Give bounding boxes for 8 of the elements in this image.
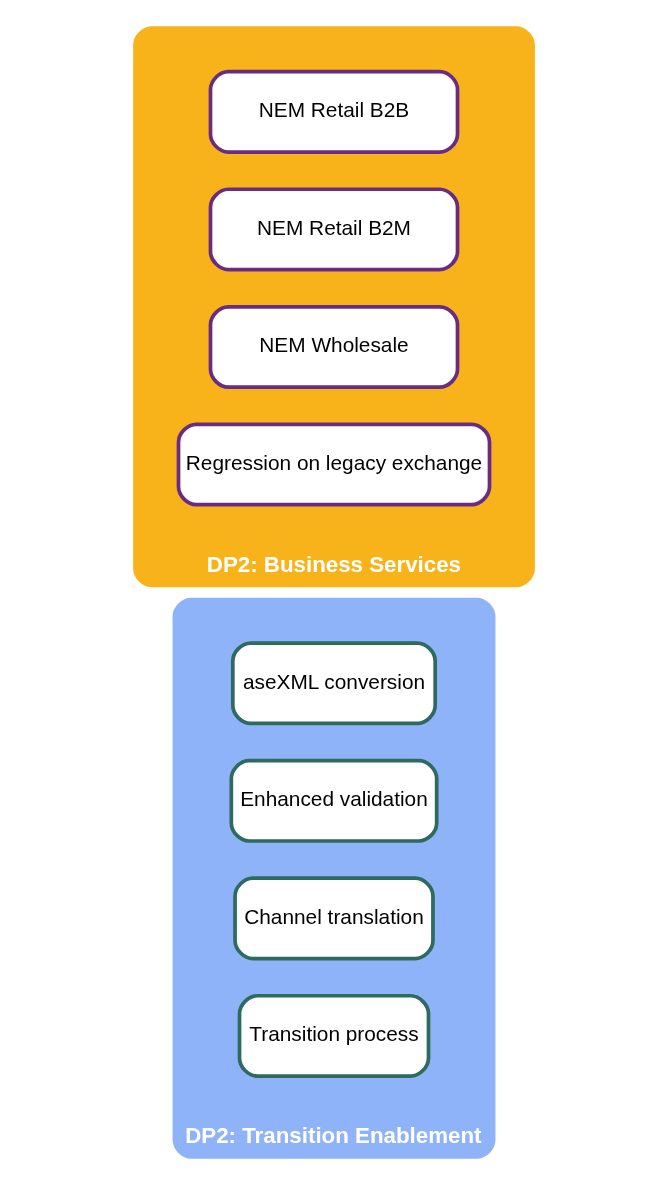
node-box: Channel translation xyxy=(232,876,435,961)
node-box: NEM Retail B2B xyxy=(208,69,459,154)
node-box: NEM Retail B2M xyxy=(208,187,459,272)
node-box: aseXML conversion xyxy=(230,641,437,726)
node-box: Regression on legacy exchange xyxy=(176,422,491,507)
node-box: Transition process xyxy=(237,993,430,1078)
node-box: Enhanced validation xyxy=(228,758,439,843)
node-box: NEM Wholesale xyxy=(208,304,459,389)
